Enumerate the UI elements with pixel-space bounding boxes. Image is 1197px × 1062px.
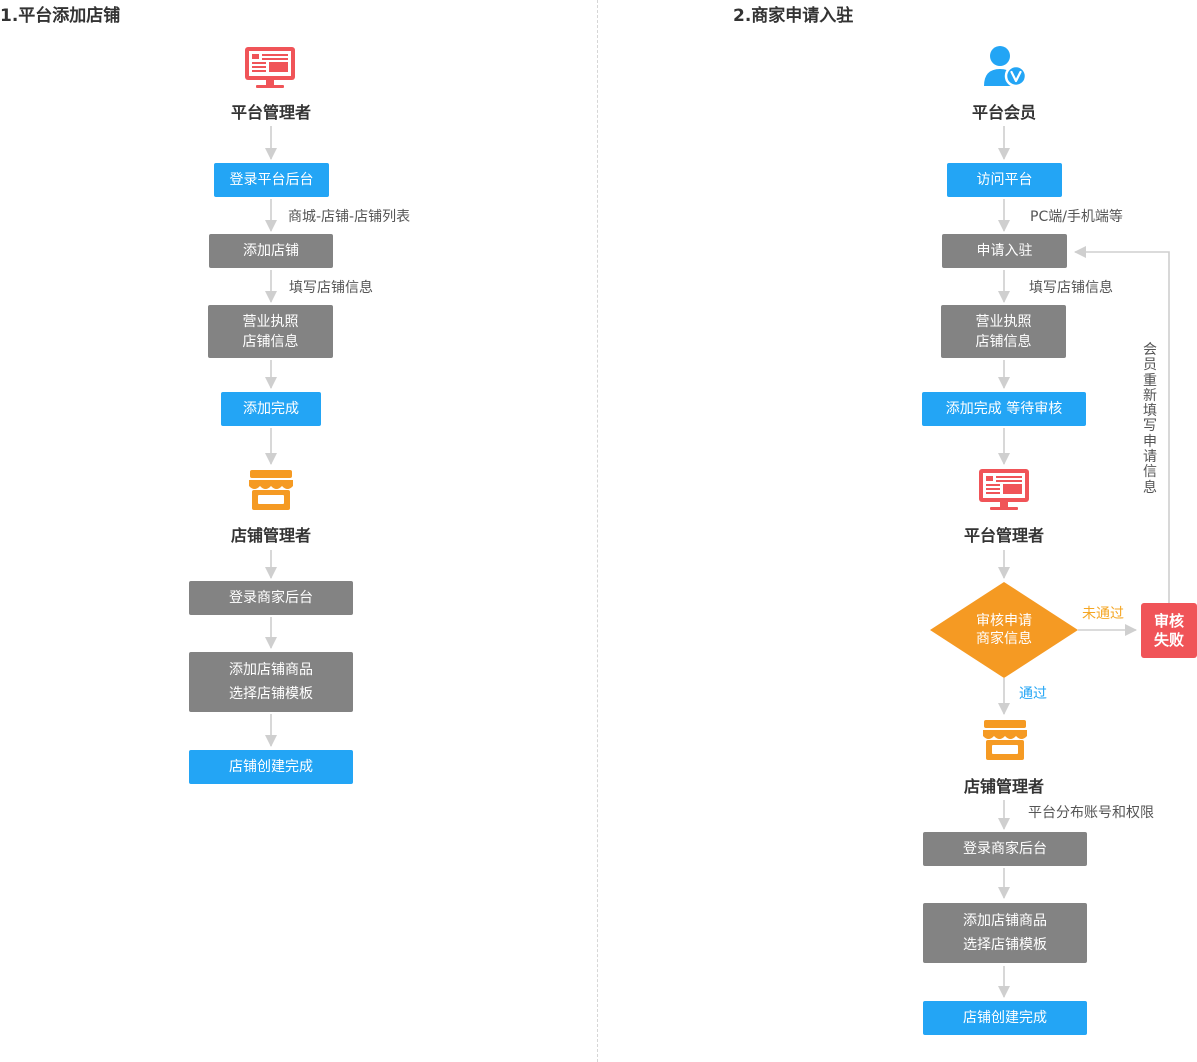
step-label: 访问平台 [976,172,1033,188]
step-label-line2: 店铺信息 [242,333,299,350]
monitor-icon [978,468,1030,516]
step-label: 登录平台后台 [229,172,314,188]
step-label-line2: 选择店铺模板 [229,686,313,702]
step-visit-platform: 访问平台 [947,163,1062,197]
step-label: 登录商家后台 [963,841,1047,857]
step-label: 添加完成 等待审核 [945,401,1063,417]
decision-line1: 审核申请 [976,613,1032,629]
review-decision-diamond [930,582,1078,678]
storefront-icon [248,468,294,516]
step-review-failed: 审核 失败 [1141,603,1197,658]
step-login-merchant-backend: 登录商家后台 [923,832,1087,866]
role-platform-member: 平台会员 [971,103,1037,122]
step-login-merchant-backend: 登录商家后台 [189,581,353,615]
storefront-icon [982,718,1028,766]
step-label: 店铺创建完成 [229,759,313,775]
monitor-icon [244,46,296,94]
step-label: 登录商家后台 [229,590,313,606]
step-login-platform-backend: 登录平台后台 [214,163,329,197]
step-add-goods-select-template: 添加店铺商品 选择店铺模板 [189,652,353,712]
step-shop-created: 店铺创建完成 [189,750,353,784]
step-shop-created: 店铺创建完成 [923,1001,1087,1035]
label-assign-account: 平台分布账号和权限 [1028,805,1154,821]
step-add-shop: 添加店铺 [209,234,333,268]
label-menu-path: 商城-店铺-店铺列表 [288,209,411,225]
step-label-line1: 添加店铺商品 [963,913,1047,929]
step-label-line1: 审核 [1153,611,1184,630]
decision-text: 审核申请 商家信息 [976,612,1032,648]
step-add-complete: 添加完成 [221,392,321,426]
step-label: 添加完成 [243,401,299,417]
role-shop-admin: 店铺管理者 [963,777,1045,796]
decision-line2: 商家信息 [976,631,1032,647]
step-apply-settle: 申请入驻 [942,234,1067,268]
step-label-line1: 营业执照 [242,313,299,330]
label-fill-shop-info: 填写店铺信息 [289,280,373,296]
verified-user-icon [982,44,1028,94]
section-title-platform-add-shop: 1.平台添加店铺 [0,6,121,26]
step-label: 店铺创建完成 [963,1010,1047,1026]
step-label: 添加店铺 [243,243,299,259]
step-label-line1: 营业执照 [975,313,1032,330]
label-fill-shop-info: 填写店铺信息 [1029,280,1113,296]
step-license-shop-info: 营业执照 店铺信息 [208,305,333,358]
step-label-line2: 失败 [1153,630,1184,649]
step-label-line2: 店铺信息 [975,333,1032,350]
step-add-complete-await-review: 添加完成 等待审核 [922,392,1086,426]
role-platform-admin: 平台管理者 [230,103,312,122]
role-platform-admin: 平台管理者 [963,526,1045,545]
step-license-shop-info: 营业执照 店铺信息 [941,305,1066,358]
step-label: 申请入驻 [976,243,1033,259]
section-title-merchant-apply: 2.商家申请入驻 [733,6,854,26]
label-member-refill-info: 会员重新填写申请信息 [1143,342,1157,496]
label-client-types: PC端/手机端等 [1030,209,1123,225]
label-not-passed: 未通过 [1082,606,1124,622]
step-label-line1: 添加店铺商品 [229,662,313,678]
label-passed: 通过 [1019,686,1047,702]
step-label-line2: 选择店铺模板 [963,937,1047,953]
role-shop-admin: 店铺管理者 [230,526,312,545]
section-divider [597,0,598,1062]
step-add-goods-select-template: 添加店铺商品 选择店铺模板 [923,903,1087,963]
